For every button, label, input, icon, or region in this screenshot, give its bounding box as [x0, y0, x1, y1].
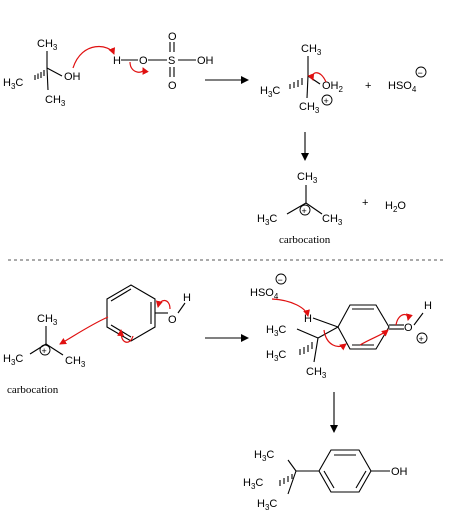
bond — [296, 328, 319, 339]
curly-arrow — [323, 329, 347, 351]
oh-label: OH — [197, 55, 214, 67]
benzene-ring — [318, 449, 372, 493]
bond — [286, 202, 307, 215]
hashed-bond — [34, 70, 45, 80]
ch3-label: CH3 — [299, 101, 320, 115]
positive-charge-icon — [39, 344, 51, 356]
ch3-label: CH3 — [306, 366, 327, 380]
h3c-label: H3C — [243, 477, 263, 491]
curly-arrow — [307, 72, 327, 83]
ch3-label: CH3 — [37, 313, 58, 327]
hashed-bond — [299, 342, 313, 355]
bond — [317, 326, 339, 339]
curly-arrow — [359, 329, 389, 346]
hso4-label: HSO4 — [388, 80, 417, 94]
h-label: H — [113, 55, 121, 67]
negative-charge-icon — [415, 66, 427, 78]
h3c-label: H3C — [3, 77, 23, 91]
tert-butyl-cation-product: CH3 H3C CH3 + carbocation — [257, 171, 343, 246]
carbocation-caption: carbocation — [7, 384, 59, 396]
curly-arrow — [155, 299, 171, 310]
positive-charge-icon — [299, 204, 311, 216]
o-label: O — [168, 80, 177, 92]
h3c-label: H3C — [257, 213, 277, 227]
h3c-label: H3C — [266, 324, 286, 338]
o-label: O — [404, 322, 413, 334]
plus-sign: + — [362, 197, 368, 209]
bond — [287, 459, 297, 472]
sulfuric-acid: H O S OH O O — [113, 31, 214, 92]
ch3-label: CH3 — [65, 355, 86, 369]
h3c-label: H3C — [260, 85, 280, 99]
plus-sign: + — [324, 96, 329, 106]
bond — [46, 67, 49, 91]
curly-arrow — [271, 298, 310, 317]
plus-sign: + — [419, 334, 424, 344]
phenol: O H — [106, 284, 191, 342]
h3c-label: H3C — [257, 498, 277, 512]
cyclohexadienyl-ring — [337, 304, 390, 350]
negative-charge-icon — [275, 273, 287, 285]
tert-butanol: CH3 H3C CH3 OH — [3, 38, 81, 108]
bond — [45, 343, 64, 356]
ch3-label: CH3 — [301, 43, 322, 57]
protonated-alcohol: CH3 H3C CH3 OH2 + — [260, 43, 344, 115]
bond — [305, 202, 323, 215]
double-bond — [323, 470, 335, 489]
bond — [312, 317, 339, 328]
minus-sign: − — [278, 275, 283, 285]
curly-arrow — [129, 61, 149, 75]
bond — [413, 312, 424, 326]
tert-butyl-cation-reactant: CH3 H3C CH3 + carbocation — [3, 313, 86, 396]
ch3-label: CH3 — [45, 94, 66, 108]
h3c-label: H3C — [254, 449, 274, 463]
hashed-bond — [279, 474, 293, 486]
hydrogen-sulfate: HSO4 − — [388, 66, 427, 94]
oh-label: OH — [391, 466, 408, 478]
oh-label: OH — [64, 71, 81, 83]
double-bond — [355, 470, 367, 489]
carbocation-caption: carbocation — [279, 234, 331, 246]
o-label: O — [168, 314, 177, 326]
h3c-label: H3C — [266, 349, 286, 363]
plus-sign: + — [42, 346, 47, 356]
o-label: O — [168, 31, 177, 43]
minus-sign: − — [418, 68, 423, 78]
o-label: O — [139, 55, 148, 67]
4-tert-butylphenol: OH H3C H3C H3C — [243, 449, 408, 512]
bond — [177, 302, 186, 314]
positive-charge-icon — [416, 332, 428, 344]
positive-charge-icon — [321, 94, 333, 106]
h-label: H — [424, 300, 432, 312]
plus-sign: + — [302, 206, 307, 216]
arenium-intermediate: HSO4 − O H + H H3C H3C CH3 — [250, 273, 432, 380]
double-bond — [110, 288, 132, 302]
curly-arrow — [72, 45, 116, 69]
hashed-bond — [289, 78, 303, 89]
bond — [287, 470, 297, 495]
oh2-label: OH2 — [322, 80, 344, 94]
ch3-label: CH3 — [322, 213, 343, 227]
ch3-label: CH3 — [297, 171, 318, 185]
bond — [46, 67, 63, 77]
h3c-label: H3C — [3, 353, 23, 367]
h-label: H — [183, 292, 191, 304]
bond — [307, 75, 321, 85]
benzene-ring — [106, 284, 156, 342]
s-label: S — [168, 55, 175, 67]
curly-arrow — [117, 329, 134, 343]
curly-arrow — [59, 316, 109, 345]
ch3-label: CH3 — [37, 38, 58, 52]
plus-sign: + — [365, 80, 371, 92]
curly-arrow — [395, 313, 413, 326]
h-label: H — [304, 313, 312, 325]
water-label: H2O — [385, 200, 406, 214]
bond — [306, 75, 309, 99]
bond — [313, 337, 319, 363]
hso4-label: HSO4 — [250, 287, 279, 301]
